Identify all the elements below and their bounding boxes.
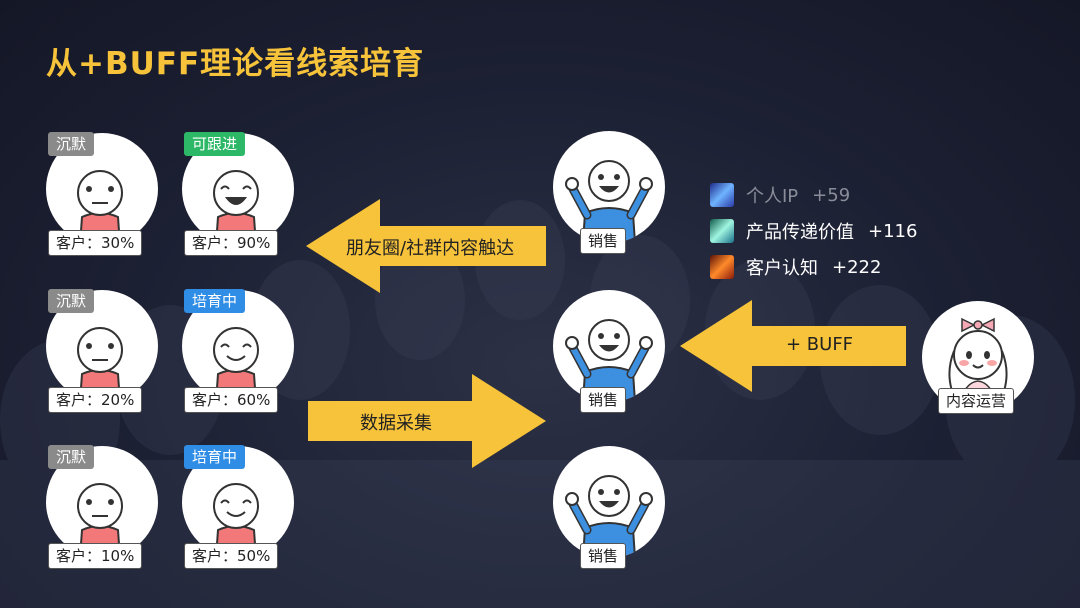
buff-item: 产品传递价值 +116 xyxy=(710,218,917,244)
customer-status-badge: 沉默 xyxy=(48,445,95,469)
buff-name: 产品传递价值 xyxy=(746,222,854,243)
buff-item: 客户认知 +222 xyxy=(710,254,881,280)
content-ops-label: 内容运营 xyxy=(938,388,1015,414)
sales-label: 销售 xyxy=(580,543,627,569)
customer-status-badge: 培育中 xyxy=(184,289,246,313)
buff-value: +222 xyxy=(832,256,882,278)
customer-label: 客户：30% xyxy=(48,230,143,256)
collect-arrow xyxy=(308,374,546,468)
crystal-skill-icon xyxy=(710,219,734,243)
customer-status-badge: 沉默 xyxy=(48,289,95,313)
customer-label: 客户：60% xyxy=(184,387,279,413)
buff-name: 客户认知 xyxy=(746,258,818,279)
sales-label: 销售 xyxy=(580,228,627,254)
buff-arrow-label: + BUFF xyxy=(786,334,854,355)
sales-avatar xyxy=(553,290,665,402)
fire-skill-icon xyxy=(710,255,734,279)
customer-label: 客户：90% xyxy=(184,230,279,256)
sales-avatar xyxy=(553,446,665,558)
buff-item: 个人IP +59 xyxy=(710,182,850,208)
customer-status-badge: 培育中 xyxy=(184,445,246,469)
customer-avatar xyxy=(46,133,158,245)
buff-value: +59 xyxy=(812,184,851,206)
customer-status-badge: 沉默 xyxy=(48,132,95,156)
customer-label: 客户：20% xyxy=(48,387,143,413)
sales-label: 销售 xyxy=(580,387,627,413)
customer-label: 客户：50% xyxy=(184,543,279,569)
customer-status-badge: 可跟进 xyxy=(184,132,246,156)
buff-value: +116 xyxy=(868,220,918,242)
reach-arrow-label: 朋友圈/社群内容触达 xyxy=(346,238,515,259)
customer-label: 客户：10% xyxy=(48,543,143,569)
sales-avatar xyxy=(553,131,665,243)
page-title: 从+BUFF理论看线索培育 xyxy=(46,46,425,82)
reach-arrow xyxy=(306,199,546,293)
buff-name: 个人IP xyxy=(746,186,799,207)
collect-arrow-label: 数据采集 xyxy=(360,413,432,434)
buff-arrow xyxy=(680,300,906,392)
lightning-skill-icon xyxy=(710,183,734,207)
